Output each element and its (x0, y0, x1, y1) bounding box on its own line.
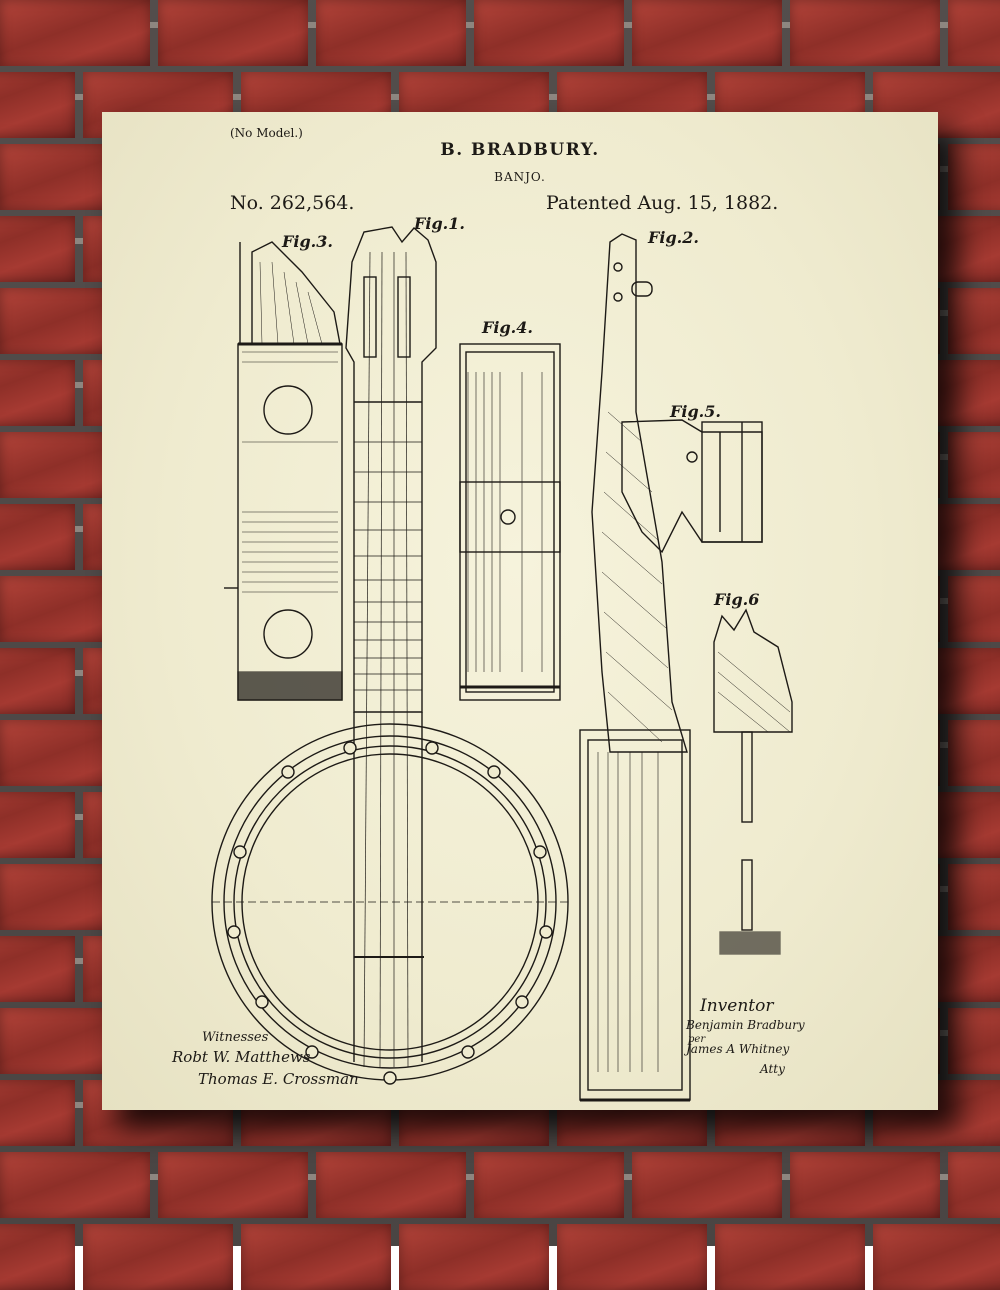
brick (0, 1152, 150, 1218)
fig4-rim-section (459, 343, 561, 701)
brick (715, 1224, 865, 1290)
fig2-banjo-side-view (579, 233, 691, 1102)
brick (873, 1224, 1000, 1290)
fig2-label: Fig.2. (648, 228, 699, 247)
brick (399, 1224, 549, 1290)
brick (790, 0, 940, 66)
brick (0, 504, 75, 570)
witnesses-label: Witnesses (202, 1030, 269, 1045)
brick (948, 1152, 1000, 1218)
brick-row (0, 1224, 1000, 1290)
fig5-bracket-detail (621, 419, 763, 554)
fig3-rim-side-view (224, 241, 343, 701)
attorney-title: Atty (760, 1062, 785, 1076)
witness-1-signature: Robt W. Matthews (172, 1048, 311, 1066)
fig1-label: Fig.1. (414, 214, 465, 233)
brick (557, 1224, 707, 1290)
brick (316, 1152, 466, 1218)
brick-row (0, 1152, 1000, 1218)
brick (0, 216, 75, 282)
brick (632, 1152, 782, 1218)
fig1-banjo-front-view (211, 226, 569, 1085)
fig5-label: Fig.5. (670, 402, 721, 421)
brick-row (0, 0, 1000, 66)
brick (316, 0, 466, 66)
brick (790, 1152, 940, 1218)
brick (83, 1224, 233, 1290)
brick (0, 0, 150, 66)
inventor-label: Inventor (700, 996, 774, 1016)
brick (474, 1152, 624, 1218)
fig4-label: Fig.4. (482, 318, 533, 337)
brick (0, 792, 75, 858)
brick (0, 72, 75, 138)
inventor-name-title: B. BRADBURY. (440, 140, 600, 160)
inventor-signature: Benjamin Bradbury (686, 1018, 805, 1032)
brick (241, 1224, 391, 1290)
per-label: per (688, 1034, 706, 1045)
brick (0, 1080, 75, 1146)
brick (0, 1224, 75, 1290)
patent-number: No. 262,564. (230, 192, 355, 214)
brick (948, 0, 1000, 66)
brick (632, 0, 782, 66)
brick (0, 936, 75, 1002)
brick (474, 0, 624, 66)
brick (0, 648, 75, 714)
fig6-hook-detail (713, 608, 793, 955)
banjo-patent-drawing (211, 226, 793, 1102)
brick (0, 360, 75, 426)
brick (158, 0, 308, 66)
witness-2-signature: Thomas E. Crossman (198, 1070, 359, 1088)
fig3-label: Fig.3. (282, 232, 333, 251)
patent-poster: (No Model.) B. BRADBURY. BANJO. No. 262,… (102, 112, 938, 1110)
no-model-label: (No Model.) (230, 126, 303, 140)
invention-name: BANJO. (494, 170, 546, 184)
fig6-label: Fig.6 (714, 590, 760, 609)
patent-date: Patented Aug. 15, 1882. (546, 192, 779, 214)
brick (158, 1152, 308, 1218)
attorney-signature: James A Whitney (686, 1042, 790, 1056)
